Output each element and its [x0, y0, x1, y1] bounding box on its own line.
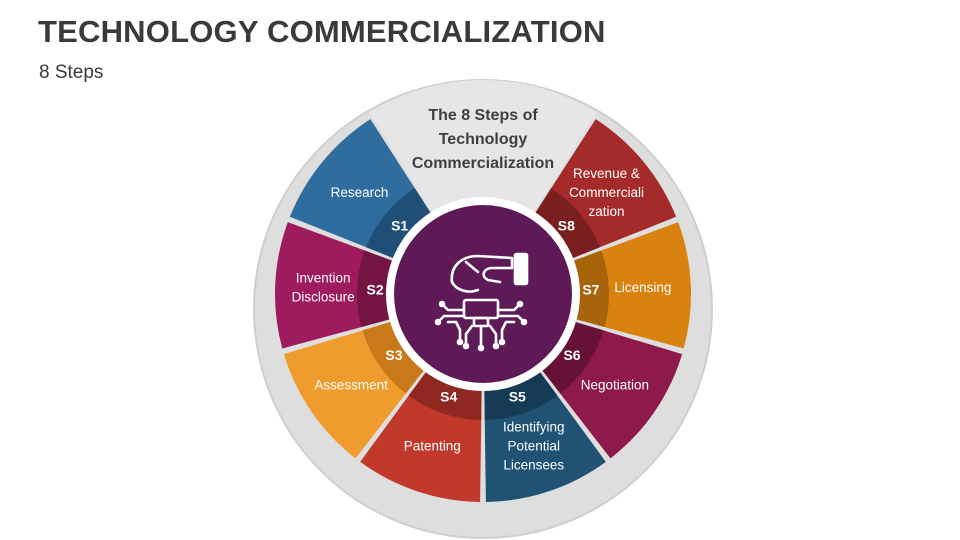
step-label-line: Commerciali [569, 185, 644, 200]
step-label-line: Revenue & [573, 166, 640, 181]
page-subtitle: 8 Steps [39, 62, 104, 83]
step-code-label: S1 [391, 217, 408, 233]
step-segment [275, 222, 373, 349]
step-label: Assessment [314, 378, 388, 393]
heading-line: Commercialization [412, 155, 554, 172]
step-code-label: S2 [367, 281, 384, 297]
page-title: TECHNOLOGY COMMERCIALIZATION [38, 14, 606, 49]
step-s8: S8 Revenue & Commerciali zation [532, 119, 677, 260]
step-code-band [366, 188, 434, 260]
heading-segment [369, 80, 597, 216]
step-code-band [539, 320, 604, 394]
step-code-band [532, 188, 600, 260]
step-code-band [362, 320, 427, 394]
heading-line: The 8 Steps of [428, 107, 538, 124]
step-label-line: Negotiation [581, 378, 649, 393]
step-code-band [484, 368, 558, 420]
step-label: Research [331, 185, 389, 200]
step-label-line: Licensing [614, 280, 671, 295]
step-code-band [569, 250, 610, 328]
step-label-line: Licensees [503, 458, 564, 473]
step-code-band [408, 368, 482, 420]
step-segment [484, 389, 606, 502]
step-label-line: Invention [296, 271, 351, 286]
step-segment [593, 222, 691, 349]
step-code-label: S6 [563, 347, 580, 363]
step-code-label: S4 [440, 388, 457, 404]
heading-line: Technology [439, 131, 528, 148]
step-code-label: S8 [558, 217, 575, 233]
step-label: Negotiation [581, 378, 649, 393]
step-label-line: Patenting [404, 439, 461, 454]
hand-circuit-icon [434, 252, 529, 352]
step-label-line: Research [331, 185, 389, 200]
step-label-line: Potential [507, 439, 560, 454]
step-label: Patenting [404, 439, 461, 454]
step-label: Revenue & Commerciali zation [569, 166, 644, 219]
step-s1: S1 Research [289, 119, 434, 260]
step-code-label: S5 [509, 388, 526, 404]
step-code-label: S7 [582, 281, 599, 297]
step-label-line: Disclosure [292, 290, 355, 305]
step-label: Licensing [614, 280, 671, 295]
step-label-line: zation [588, 204, 624, 219]
step-label-line: Identifying [503, 420, 565, 435]
step-code-label: S3 [385, 347, 402, 363]
step-label-line: Assessment [314, 378, 388, 393]
step-segment [360, 389, 482, 502]
step-code-band [357, 250, 397, 328]
step-s7: S7 Licensing [569, 222, 691, 349]
center-disc [394, 205, 572, 383]
